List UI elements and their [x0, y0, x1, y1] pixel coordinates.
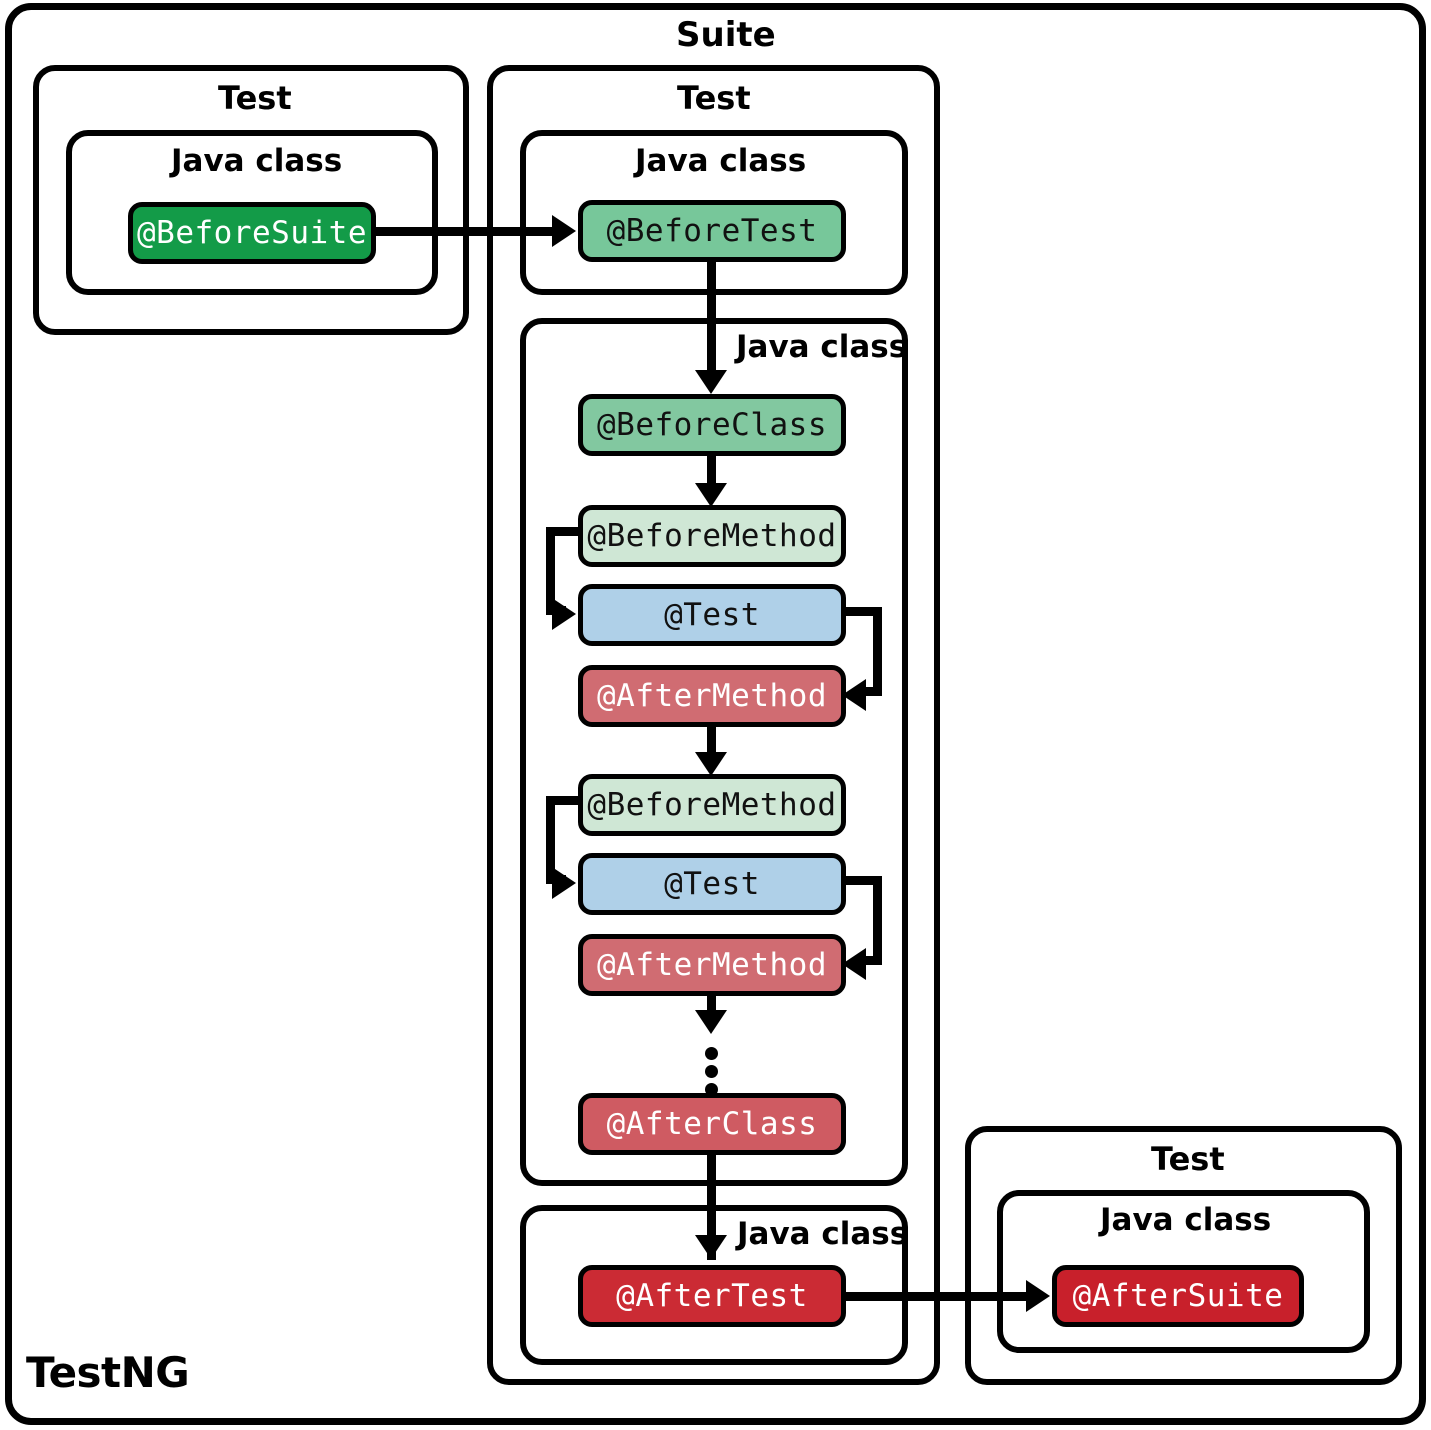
- node-after-class[interactable]: @AfterClass: [578, 1093, 846, 1155]
- connector-bm1-hook-vertical: [546, 527, 555, 611]
- arrowhead-bm1-to-test1: [552, 598, 576, 630]
- test-right-label: Test: [1151, 1140, 1225, 1178]
- connector-before-suite-to-before-test: [374, 227, 554, 236]
- node-before-method-2[interactable]: @BeforeMethod: [578, 774, 846, 836]
- node-test-1[interactable]: @Test: [578, 584, 846, 646]
- frame-test-right: [965, 1126, 1402, 1385]
- connector-am2-to-ellipsis: [707, 994, 716, 1018]
- frame-test-left: [33, 65, 469, 335]
- suite-label: Suite: [676, 15, 776, 55]
- connector-t1-hook-vertical: [873, 607, 882, 692]
- connector-bm1-hook-top: [546, 527, 582, 536]
- arrowhead-t1-to-am1: [842, 679, 866, 711]
- arrowhead-before-class-to-before-method-1: [695, 483, 727, 507]
- node-test-2[interactable]: @Test: [578, 853, 846, 915]
- frame-test-main: [487, 65, 940, 1385]
- test-left-java-class-label: Java class: [171, 143, 343, 179]
- arrowhead-after-class-to-after-test: [695, 1235, 727, 1259]
- connector-am1-to-bm2: [707, 725, 716, 765]
- connector-t1-hook-bottom: [862, 687, 882, 696]
- node-after-method-1[interactable]: @AfterMethod: [578, 665, 846, 727]
- connector-t2-hook-vertical: [873, 876, 882, 961]
- test-main-java-class-3-label: Java class: [737, 1216, 909, 1252]
- connector-before-test-to-before-class: [707, 260, 716, 375]
- frame-testng-outer: [5, 3, 1426, 1425]
- node-before-method-1[interactable]: @BeforeMethod: [578, 505, 846, 567]
- node-after-suite[interactable]: @AfterSuite: [1052, 1265, 1304, 1327]
- arrowhead-after-test-to-after-suite: [1026, 1280, 1050, 1312]
- connector-t2-hook-bottom: [862, 956, 882, 965]
- testng-label: TestNG: [26, 1348, 190, 1397]
- arrowhead-before-suite-to-before-test: [552, 215, 576, 247]
- arrowhead-am2-to-ellipsis: [695, 1010, 727, 1034]
- test-right-java-class-label: Java class: [1100, 1202, 1272, 1238]
- node-before-class[interactable]: @BeforeClass: [578, 394, 846, 456]
- test-left-label: Test: [218, 79, 292, 117]
- arrowhead-bm2-to-test2: [552, 867, 576, 899]
- connector-bm2-hook-vertical: [546, 796, 555, 880]
- test-main-java-class-1-label: Java class: [635, 143, 807, 179]
- connector-after-test-to-after-suite: [844, 1292, 1028, 1301]
- test-main-label: Test: [677, 79, 751, 117]
- frame-test-right-java-class: [997, 1190, 1370, 1353]
- ellipsis-dot-1: [705, 1047, 718, 1060]
- ellipsis-dot-3: [705, 1083, 718, 1096]
- frame-test-left-java-class: [66, 130, 438, 295]
- node-before-suite[interactable]: @BeforeSuite: [128, 202, 376, 264]
- arrowhead-am1-to-bm2: [695, 752, 727, 776]
- node-after-test[interactable]: @AfterTest: [578, 1265, 846, 1327]
- arrowhead-t2-to-am2: [842, 948, 866, 980]
- test-main-java-class-2-label: Java class: [736, 329, 908, 365]
- node-before-test[interactable]: @BeforeTest: [578, 200, 846, 262]
- arrowhead-before-test-to-before-class: [695, 370, 727, 394]
- connector-before-class-to-before-method-1: [707, 454, 716, 492]
- connector-bm2-hook-top: [546, 796, 582, 805]
- node-after-method-2[interactable]: @AfterMethod: [578, 934, 846, 996]
- connector-t1-hook-top: [842, 607, 882, 616]
- ellipsis-dot-2: [705, 1065, 718, 1078]
- connector-after-class-to-after-test: [707, 1152, 716, 1260]
- connector-t2-hook-top: [842, 876, 882, 885]
